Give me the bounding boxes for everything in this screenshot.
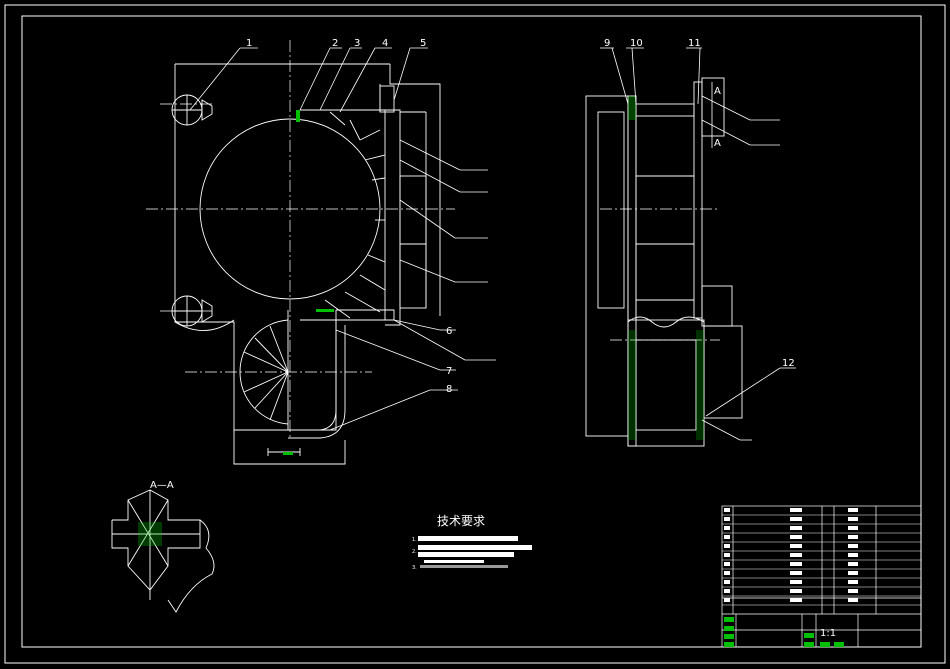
balloon-10: 10	[630, 38, 643, 49]
drawing-frame	[4, 4, 946, 664]
balloon-1: 1	[246, 38, 252, 49]
title-block-green-mark	[724, 634, 734, 639]
balloon-2: 2	[332, 38, 338, 49]
balloon-11: 11	[688, 38, 701, 49]
balloon-5: 5	[420, 38, 426, 49]
title-block-green-mark	[834, 642, 844, 647]
section-a-a-view	[111, 489, 215, 613]
title-block-cell-mark	[848, 598, 858, 602]
balloon-8: 8	[446, 384, 452, 395]
title-block-cell-mark	[790, 580, 802, 584]
title-block-cell-mark	[848, 517, 858, 521]
redacted-line-1	[418, 536, 518, 541]
balloon-4: 4	[382, 38, 388, 49]
requirements-title: 技术要求	[437, 514, 485, 528]
title-block-green-mark	[724, 642, 734, 647]
redacted-line-5	[420, 565, 508, 568]
redacted-line-4	[424, 560, 484, 563]
title-block-cell-mark	[724, 580, 730, 584]
balloon-6: 6	[446, 326, 452, 337]
title-block-cell-mark	[848, 571, 858, 575]
section-mark-top: A	[714, 86, 721, 97]
technical-requirements: 技术要求 1. 2. 3.	[412, 514, 532, 571]
title-block-marks	[724, 508, 858, 647]
front-view	[146, 40, 455, 465]
title-block-cell-mark	[724, 526, 730, 530]
scale-text: 1:1	[820, 628, 836, 639]
section-mark-bottom: A	[714, 138, 721, 149]
title-block	[721, 505, 922, 648]
title-block-green-mark	[804, 642, 814, 647]
title-block-cell-mark	[790, 508, 802, 512]
balloon-9: 9	[604, 38, 610, 49]
leader-lines-left	[189, 47, 496, 431]
title-block-cell-mark	[724, 553, 730, 557]
balloon-7: 7	[446, 366, 452, 377]
leader-lines-right	[600, 47, 796, 441]
title-block-cell-mark	[848, 562, 858, 566]
title-block-cell-mark	[790, 517, 802, 521]
title-block-cell-mark	[724, 562, 730, 566]
title-block-cell-mark	[848, 589, 858, 593]
title-block-cell-mark	[790, 535, 802, 539]
title-block-cell-mark	[724, 508, 730, 512]
title-block-cell-mark	[724, 517, 730, 521]
title-block-cell-mark	[724, 589, 730, 593]
title-block-cell-mark	[848, 544, 858, 548]
balloon-3: 3	[354, 38, 360, 49]
title-block-green-mark	[820, 642, 830, 647]
title-block-cell-mark	[790, 526, 802, 530]
section-label: A—A	[150, 480, 174, 491]
title-block-green-mark	[804, 633, 814, 638]
title-block-cell-mark	[790, 598, 802, 602]
title-block-cell-mark	[848, 535, 858, 539]
redacted-line-3	[418, 552, 514, 557]
title-block-cell-mark	[790, 589, 802, 593]
title-block-cell-mark	[724, 535, 730, 539]
title-block-green-mark	[724, 617, 734, 622]
title-block-cell-mark	[724, 571, 730, 575]
title-block-cell-mark	[848, 508, 858, 512]
title-block-cell-mark	[790, 571, 802, 575]
redacted-line-2	[418, 545, 532, 550]
title-block-cell-mark	[790, 562, 802, 566]
title-block-rows	[722, 514, 921, 606]
requirement-item-1: 1.	[412, 537, 417, 543]
balloon-12: 12	[782, 358, 795, 369]
title-block-cell-mark	[724, 544, 730, 548]
side-view	[585, 77, 743, 447]
requirement-item-2: 2.	[412, 549, 417, 555]
title-block-cell-mark	[848, 526, 858, 530]
title-block-cell-mark	[790, 553, 802, 557]
title-block-green-mark	[724, 626, 734, 631]
title-block-cell-mark	[724, 598, 730, 602]
title-block-cell-mark	[848, 580, 858, 584]
title-block-cell-mark	[848, 553, 858, 557]
requirement-item-3: 3.	[412, 565, 417, 571]
title-block-cell-mark	[790, 544, 802, 548]
